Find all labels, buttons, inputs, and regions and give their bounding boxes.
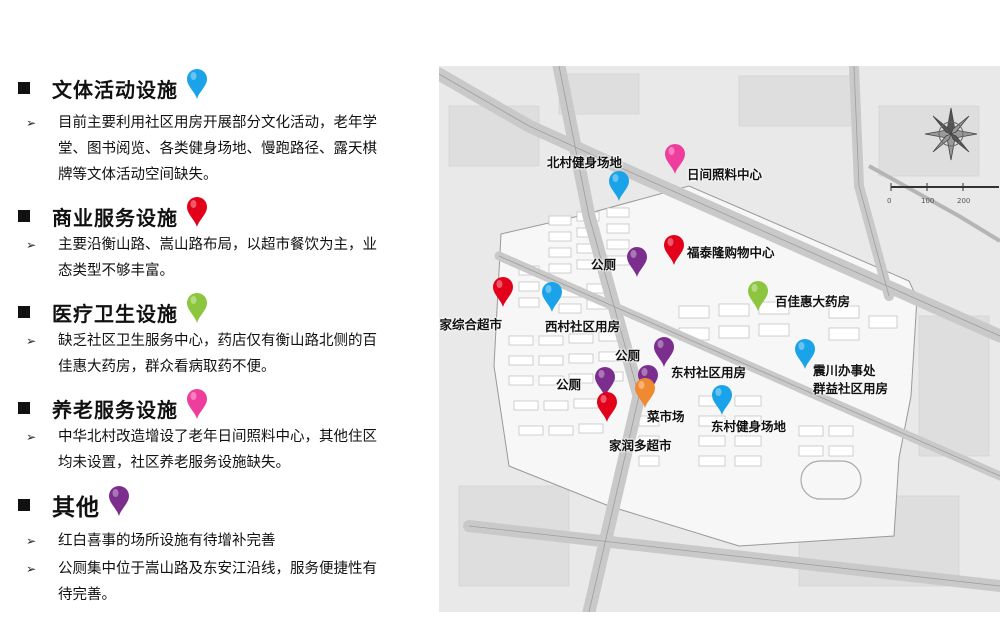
marker-label: 西村社区用房 bbox=[545, 319, 621, 334]
bullet-item: ➢ 中华北村改造增设了老年日间照料中心，其他住区均未设置，社区养老服务设施缺失。 bbox=[26, 424, 386, 476]
map-pin-icon[interactable] bbox=[608, 170, 630, 202]
marker-label: 公厕 bbox=[615, 348, 641, 363]
section-culture-header: 文体活动设施 bbox=[18, 69, 208, 104]
arrow-bullet-icon: ➢ bbox=[26, 430, 37, 444]
section-title: 商业服务设施 bbox=[52, 205, 178, 230]
bullet-text: 缺乏社区卫生服务中心，药店仅有衡山路北侧的百佳惠大药房，群众看病取药不便。 bbox=[58, 333, 377, 375]
square-bullet-icon bbox=[18, 210, 30, 222]
bullet-item: ➢ 公厕集中位于嵩山路及东安江沿线，服务便捷性有待完善。 bbox=[26, 556, 386, 608]
marker-label: 东村健身场地 bbox=[711, 419, 787, 434]
marker-label: 群益社区用房 bbox=[813, 381, 889, 396]
bullet-item: ➢ 缺乏社区卫生服务中心，药店仅有衡山路北侧的百佳惠大药房，群众看病取药不便。 bbox=[26, 328, 386, 380]
marker-label: 百佳惠大药房 bbox=[775, 294, 851, 309]
scale-label: 0 bbox=[887, 197, 891, 205]
section-other-header: 其他 bbox=[18, 485, 130, 522]
sports-track bbox=[800, 460, 862, 500]
bullet-item: ➢ 红白喜事的场所设施有待增补完善 bbox=[26, 528, 386, 554]
map-pin-icon[interactable] bbox=[653, 336, 675, 368]
bullet-text: 红白喜事的场所设施有待增补完善 bbox=[58, 533, 276, 549]
map-pin-icon[interactable] bbox=[747, 280, 769, 312]
facility-summary-panel: 文体活动设施 ➢ 目前主要利用社区用房开展部分文化活动，老年学堂、图书阅览、各类… bbox=[0, 0, 430, 624]
map-pin-icon[interactable] bbox=[492, 276, 514, 308]
section-elderly-header: 养老服务设施 bbox=[18, 389, 208, 424]
square-bullet-icon bbox=[18, 82, 30, 94]
map-pin-icon bbox=[186, 68, 208, 104]
bullet-text: 主要沿衡山路、嵩山路布局，以超市餐饮为主，业态类型不够丰富。 bbox=[58, 237, 377, 279]
map-pin-icon[interactable] bbox=[594, 366, 616, 398]
map-pin-icon bbox=[186, 196, 208, 232]
scale-bar: 0 100 200 bbox=[887, 183, 999, 205]
section-title: 其他 bbox=[52, 495, 100, 521]
section-commerce-header: 商业服务设施 bbox=[18, 197, 208, 232]
section-title: 医疗卫生设施 bbox=[52, 301, 178, 326]
square-bullet-icon bbox=[18, 402, 30, 414]
arrow-bullet-icon: ➢ bbox=[26, 238, 37, 252]
map-pin-icon[interactable] bbox=[711, 384, 733, 416]
square-bullet-icon bbox=[18, 499, 30, 511]
scale-label: 100 bbox=[921, 197, 934, 205]
north-arrow bbox=[924, 107, 978, 161]
map-pin-icon bbox=[108, 485, 130, 521]
marker-label: 公厕 bbox=[556, 377, 582, 392]
arrow-bullet-icon: ➢ bbox=[26, 534, 37, 548]
square-bullet-icon bbox=[18, 306, 30, 318]
bullet-text: 公厕集中位于嵩山路及东安江沿线，服务便捷性有待完善。 bbox=[58, 561, 377, 603]
map-pin-icon[interactable] bbox=[626, 246, 648, 278]
map-pin-icon[interactable] bbox=[794, 338, 816, 370]
section-medical-header: 医疗卫生设施 bbox=[18, 293, 208, 328]
marker-label: 日间照料中心 bbox=[687, 167, 763, 182]
map-pin-icon[interactable] bbox=[663, 234, 685, 266]
bullet-text: 目前主要利用社区用房开展部分文化活动，老年学堂、图书阅览、各类健身场地、慢跑路径… bbox=[58, 115, 377, 183]
scale-label: 200 bbox=[957, 197, 970, 205]
map-pin-icon[interactable] bbox=[664, 143, 686, 175]
marker-label: 公厕 bbox=[591, 257, 617, 272]
marker-label: 家润多超市 bbox=[609, 438, 672, 453]
bullet-item: ➢ 目前主要利用社区用房开展部分文化活动，老年学堂、图书阅览、各类健身场地、慢跑… bbox=[26, 110, 386, 188]
section-title: 养老服务设施 bbox=[52, 397, 178, 422]
map-pin-icon[interactable] bbox=[596, 391, 618, 423]
arrow-bullet-icon: ➢ bbox=[26, 334, 37, 348]
arrow-bullet-icon: ➢ bbox=[26, 562, 37, 576]
map-pin-icon bbox=[186, 388, 208, 424]
bullet-item: ➢ 主要沿衡山路、嵩山路布局，以超市餐饮为主，业态类型不够丰富。 bbox=[26, 232, 386, 284]
map-pin-icon[interactable] bbox=[634, 377, 656, 409]
bullet-text: 中华北村改造增设了老年日间照料中心，其他住区均未设置，社区养老服务设施缺失。 bbox=[58, 429, 377, 471]
marker-label: 君家综合超市 bbox=[439, 317, 503, 332]
arrow-bullet-icon: ➢ bbox=[26, 116, 37, 130]
marker-label: 北村健身场地 bbox=[547, 155, 623, 170]
marker-label: 震川办事处 bbox=[813, 363, 876, 378]
map-pin-icon bbox=[186, 292, 208, 328]
marker-label: 东村社区用房 bbox=[671, 365, 747, 380]
community-facility-map: 0 100 200 北村健身场地 日间照料中心 公厕 福泰隆购物中心 百佳惠大药… bbox=[439, 66, 1000, 612]
section-title: 文体活动设施 bbox=[52, 77, 178, 102]
marker-label: 福泰隆购物中心 bbox=[687, 245, 775, 260]
map-base: 0 100 200 bbox=[439, 66, 1000, 612]
marker-label: 菜市场 bbox=[647, 409, 685, 424]
map-pin-icon[interactable] bbox=[541, 281, 563, 313]
